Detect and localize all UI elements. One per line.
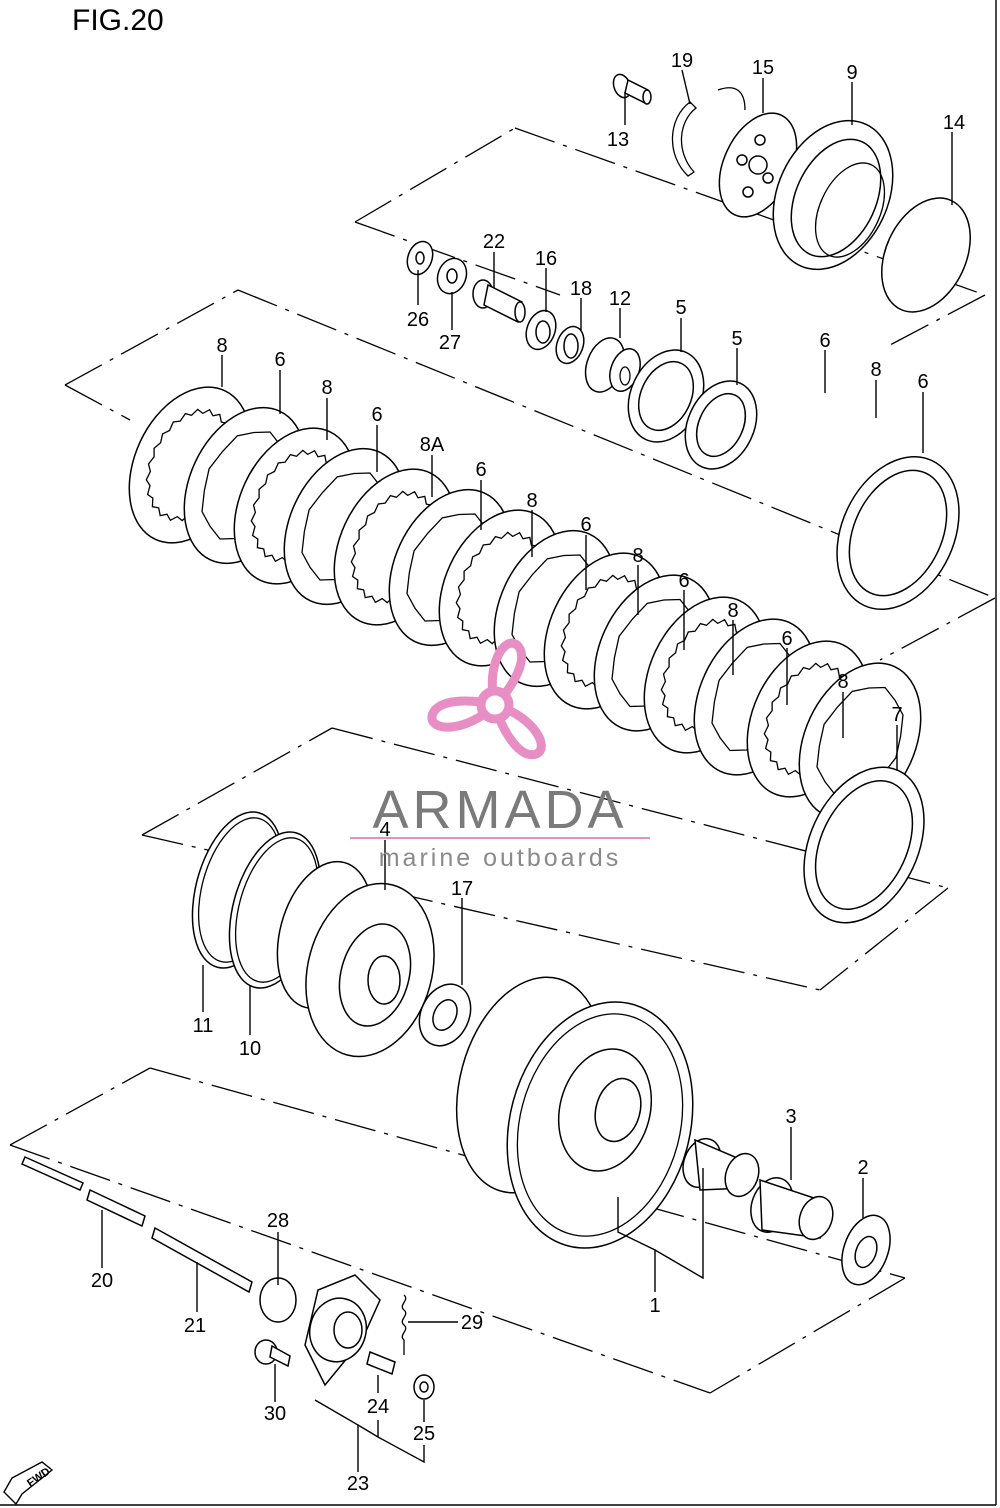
callout-8-f: 8	[727, 600, 738, 622]
callout-8-a: 8	[870, 359, 881, 381]
callout-8A: 8A	[420, 434, 445, 456]
clutch-sleeve-hub-4	[276, 860, 435, 1058]
callout-11: 11	[193, 1015, 214, 1037]
stud-24	[366, 1350, 396, 1376]
callout-6-f: 6	[580, 514, 591, 536]
callout-18: 18	[570, 278, 592, 300]
lock-washer-27	[436, 257, 468, 295]
callout-10: 10	[239, 1038, 261, 1060]
callout-8-c: 8	[321, 377, 332, 399]
callout-8-d: 8	[526, 490, 537, 512]
callout-3: 3	[785, 1106, 796, 1128]
callout-26: 26	[407, 309, 429, 331]
callout-20: 20	[91, 1270, 113, 1292]
callout-7: 7	[891, 704, 902, 726]
callout-12: 12	[609, 288, 631, 310]
callout-16: 16	[535, 248, 557, 270]
watermark-tagline: marine outboards	[379, 844, 622, 872]
callout-25: 25	[413, 1423, 435, 1445]
callout-6-h: 6	[781, 628, 792, 650]
callout-28: 28	[267, 1210, 289, 1232]
callout-1: 1	[649, 1295, 660, 1317]
bearing-9	[772, 119, 894, 271]
pin-22	[472, 279, 526, 324]
callout-2: 2	[857, 1157, 868, 1179]
watermark-brand: ARMADA	[372, 780, 627, 840]
bolt-30	[254, 1339, 291, 1368]
armada-watermark: ARMADA marine outboards	[350, 638, 650, 872]
callout-29: 29	[461, 1312, 483, 1334]
callout-13: 13	[607, 129, 629, 151]
callout-6-b: 6	[917, 371, 928, 393]
bearing-16	[525, 309, 557, 351]
lifter-12	[584, 337, 641, 393]
nut-25	[413, 1374, 435, 1400]
callout-6-d: 6	[371, 404, 382, 426]
spacer-sleeve	[682, 1137, 760, 1198]
washer-18	[555, 325, 585, 365]
callout-5-b: 5	[731, 328, 742, 350]
push-rod-20	[21, 1156, 146, 1228]
friction-plate-6-with-teeth	[836, 455, 960, 611]
callout-8-b: 8	[216, 335, 227, 357]
callout-30: 30	[264, 1403, 286, 1425]
screw-13	[612, 73, 652, 105]
fwd-direction-badge: FWD	[3, 1461, 54, 1506]
callout-6-c: 6	[274, 349, 285, 371]
callout-15: 15	[752, 57, 774, 79]
spring-29	[401, 1294, 407, 1355]
callout-17: 17	[451, 878, 473, 900]
washer-26	[406, 240, 434, 276]
friction-plate-7	[803, 766, 925, 924]
push-rod-21	[151, 1226, 253, 1294]
release-arm-23	[304, 1274, 381, 1387]
callout-labels: 13 19 15 9 14 22 16 18 12 26 27 5 5 6 8 …	[91, 50, 965, 1495]
clutch-plate-stack	[128, 386, 922, 820]
callout-22: 22	[483, 231, 505, 253]
damper-spring-5a	[627, 349, 705, 443]
callout-8-g: 8	[837, 671, 848, 693]
propeller-logo-icon	[427, 638, 546, 760]
figure-title: FIG.20	[72, 4, 164, 37]
callout-6-e: 6	[475, 459, 486, 481]
callout-6-g: 6	[678, 570, 689, 592]
thrust-washer-2	[841, 1214, 891, 1286]
damper-spring-5b	[684, 380, 758, 470]
callout-19: 19	[671, 50, 693, 72]
snap-ring-19	[671, 101, 697, 177]
callout-9: 9	[846, 62, 857, 84]
callout-24: 24	[367, 1396, 389, 1418]
callout-23: 23	[347, 1473, 369, 1495]
callout-27: 27	[439, 332, 461, 354]
thrust-washer-17	[418, 983, 472, 1047]
primary-driven-gear-1	[455, 976, 694, 1249]
leader-lines	[101, 69, 953, 1472]
callout-4: 4	[379, 819, 390, 841]
callout-21: 21	[184, 1315, 206, 1337]
callout-8-e: 8	[632, 545, 643, 567]
callout-6-a: 6	[819, 330, 830, 352]
callout-14: 14	[943, 112, 965, 134]
callout-5-a: 5	[675, 297, 686, 319]
needle-bearing-3	[750, 1177, 834, 1241]
